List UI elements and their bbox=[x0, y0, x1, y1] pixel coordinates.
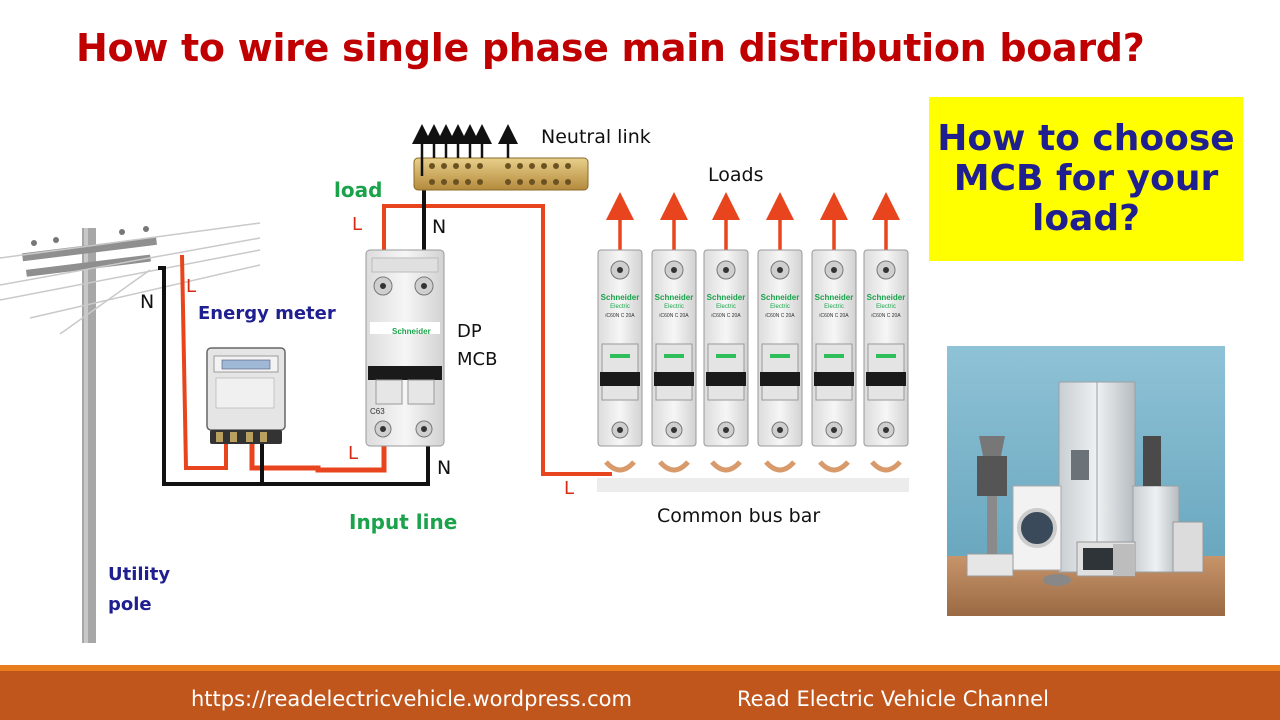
sp-mcb-brand: Schneider bbox=[655, 293, 694, 302]
sp-mcb-brand: Schneider bbox=[601, 293, 640, 302]
footer-stripe bbox=[0, 665, 1280, 671]
neutral-outgoing-arrows bbox=[412, 124, 518, 176]
sp-mcb-brand-sub: Electric bbox=[824, 304, 844, 310]
live-label-busbar: L bbox=[564, 478, 575, 499]
footer-url-link[interactable]: https://readelectricvehicle.wordpress.co… bbox=[191, 687, 632, 711]
live-label-pole: L bbox=[186, 276, 197, 297]
live-label-top: L bbox=[352, 214, 363, 235]
sp-mcb-rating: iC60N C 20A bbox=[871, 313, 901, 319]
dp-mcb-label-line2: MCB bbox=[457, 349, 498, 370]
live-wire-to-meter bbox=[180, 254, 228, 470]
energy-meter bbox=[206, 347, 286, 444]
neutral-wire-input bbox=[158, 266, 430, 486]
live-label-bottom: L bbox=[348, 443, 359, 464]
sp-mcb-brand: Schneider bbox=[815, 293, 854, 302]
utility-pole-label-line2: pole bbox=[108, 594, 152, 615]
callout-line-1: How to choose bbox=[937, 117, 1235, 159]
common-bus-bar-label: Common bus bar bbox=[657, 505, 821, 527]
sp-mcb-brand-sub: Electric bbox=[876, 304, 896, 310]
sp-mcb-brand: Schneider bbox=[761, 293, 800, 302]
input-line-label: Input line bbox=[349, 510, 458, 534]
sp-mcb-rating: iC60N C 20A bbox=[765, 313, 795, 319]
sp-mcb-brand-sub: Electric bbox=[716, 304, 736, 310]
callout-line-2: MCB for your bbox=[953, 157, 1219, 199]
page-title: How to wire single phase main distributi… bbox=[76, 26, 1145, 70]
bus-bar-pin bbox=[604, 460, 636, 473]
sp-mcb-rating: iC60N C 20A bbox=[711, 313, 741, 319]
dp-mcb-brand: Schneider bbox=[392, 327, 431, 336]
sp-mcb-brand-sub: Electric bbox=[770, 304, 790, 310]
utility-pole bbox=[0, 222, 261, 643]
bus-bar bbox=[597, 478, 909, 492]
neutral-link-bar bbox=[413, 157, 589, 191]
utility-pole-label-line1: Utility bbox=[108, 564, 171, 585]
callout-line-3: load? bbox=[1031, 198, 1141, 240]
live-wire-to-busbar bbox=[382, 204, 612, 476]
load-label: load bbox=[334, 178, 383, 202]
neutral-label-pole: N bbox=[140, 291, 155, 313]
sp-mcb-rating: iC60N C 20A bbox=[819, 313, 849, 319]
sp-mcb-brand-sub: Electric bbox=[610, 304, 630, 310]
footer-bar bbox=[0, 671, 1280, 720]
sp-mcb-rating: iC60N C 20A bbox=[659, 313, 689, 319]
energy-meter-label: Energy meter bbox=[198, 303, 336, 324]
neutral-label-top: N bbox=[432, 216, 447, 238]
dp-mcb-rating: C63 bbox=[370, 407, 385, 416]
bus-bar-pin bbox=[818, 460, 850, 473]
dp-mcb-label-line1: DP bbox=[457, 321, 482, 342]
bus-bar-pin bbox=[710, 460, 742, 473]
choose-mcb-callout: How to choose MCB for your load? bbox=[929, 97, 1243, 261]
bus-bar-pin bbox=[658, 460, 690, 473]
sp-mcb-brand: Schneider bbox=[867, 293, 906, 302]
dp-mcb-device bbox=[365, 249, 445, 447]
live-wire-to-mcb bbox=[249, 442, 387, 473]
bus-bar-pin bbox=[764, 460, 796, 473]
neutral-link-label: Neutral link bbox=[541, 126, 651, 148]
bus-bar-pin bbox=[870, 460, 902, 473]
loads-label: Loads bbox=[708, 164, 764, 186]
home-appliances-image bbox=[947, 346, 1225, 616]
neutral-label-bottom: N bbox=[437, 457, 452, 479]
footer-channel-name: Read Electric Vehicle Channel bbox=[737, 687, 1049, 711]
sp-mcb-brand-sub: Electric bbox=[664, 304, 684, 310]
sp-mcb-rating: iC60N C 20A bbox=[605, 313, 635, 319]
sp-mcb-brand: Schneider bbox=[707, 293, 746, 302]
